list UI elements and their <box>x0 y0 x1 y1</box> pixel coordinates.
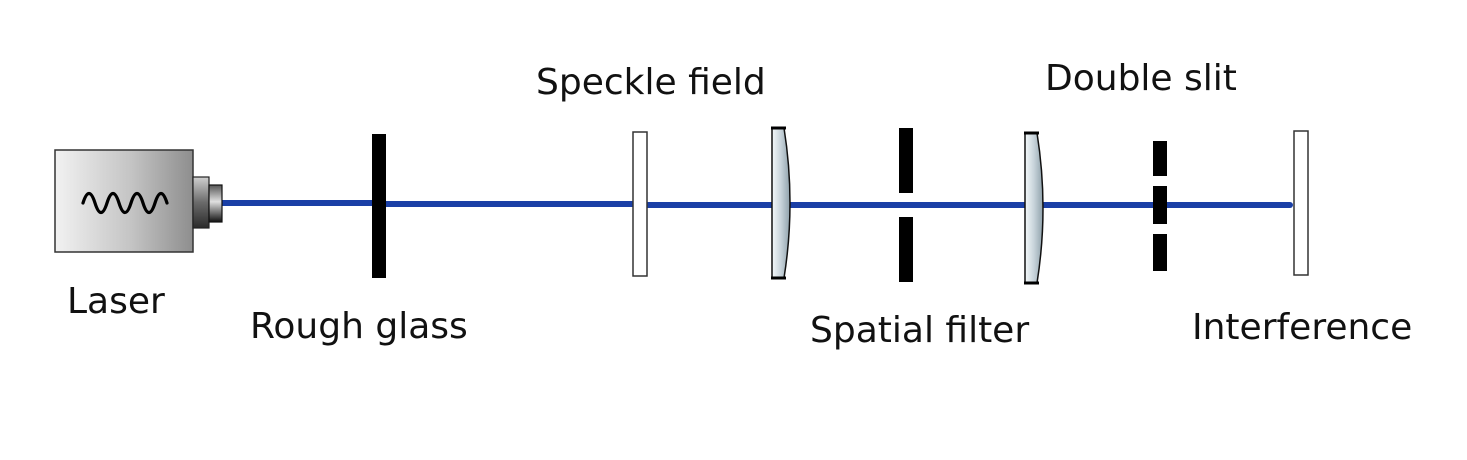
lens-1 <box>771 126 791 280</box>
speckle-field-screen <box>632 131 648 277</box>
label-double-slit: Double slit <box>1045 58 1237 99</box>
lens-2 <box>1024 131 1044 285</box>
laser-beam <box>219 200 1293 208</box>
laser-aperture <box>208 184 223 223</box>
laser-nozzle <box>192 176 210 229</box>
label-speckle-field: Speckle field <box>536 62 766 103</box>
label-rough-glass: Rough glass <box>250 306 468 347</box>
label-interference: Interference <box>1192 307 1412 348</box>
double-slit <box>1153 141 1167 271</box>
label-laser: Laser <box>67 281 165 322</box>
laser-body <box>54 149 194 253</box>
interference-screen <box>1293 130 1309 276</box>
label-spatial-filter: Spatial filter <box>810 310 1029 351</box>
spatial-filter-pinhole <box>899 128 913 282</box>
sine-wave-icon <box>81 191 169 215</box>
laser-source <box>54 149 223 253</box>
rough-glass-plate <box>372 134 386 278</box>
